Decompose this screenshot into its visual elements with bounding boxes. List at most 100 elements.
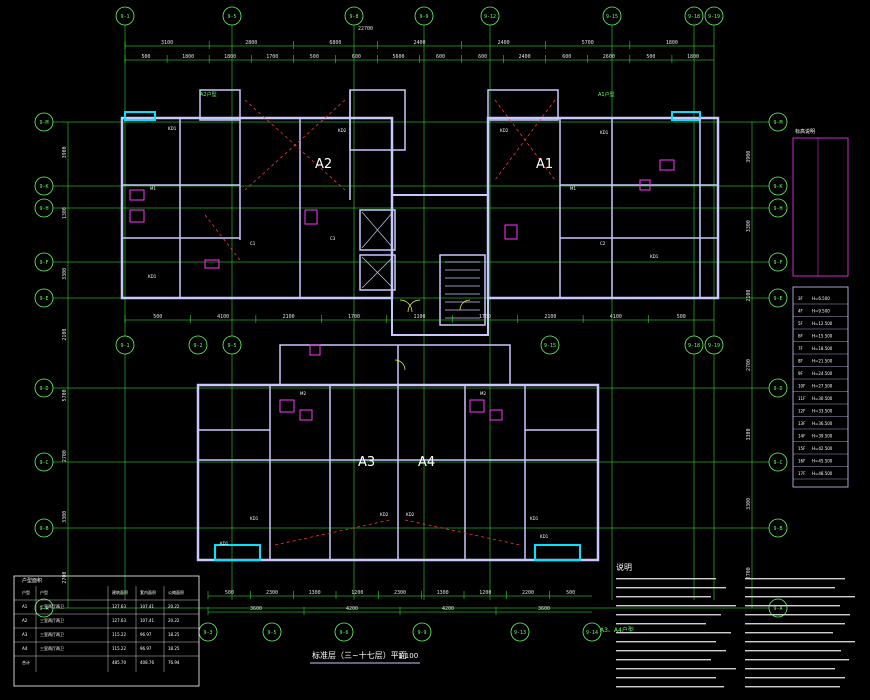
top-grid-bubble-circle <box>602 6 622 26</box>
note-line <box>616 677 716 679</box>
room-code: KD2 <box>500 128 509 133</box>
elevation-height: H=15.500 <box>812 334 833 339</box>
right-grid-bubble-circle <box>768 176 788 196</box>
top-dim2-value: 2600 <box>603 54 615 60</box>
left-grid-bubbles: 9-M9-K9-H9-F9-E9-D9-C9-B9-A <box>34 112 54 618</box>
top-dim2-value: 5600 <box>392 54 404 60</box>
area-table-header: 套内面积 <box>140 589 156 595</box>
right-grid-bubble-circle <box>768 518 788 538</box>
room-code: C1 <box>250 241 256 246</box>
note-line <box>745 686 840 688</box>
area-table-cell: 408.76 <box>140 660 154 665</box>
elevation-height: H=6.500 <box>812 296 830 301</box>
right-grid-bubble-label: 9-F <box>773 260 782 266</box>
mid-grid-bubble-label: 9-5 <box>227 343 236 349</box>
bottom-grid-bubble-label: 9-14 <box>586 630 598 636</box>
top-grid-bubble-circle <box>684 6 704 26</box>
overall-dimension: 22700 <box>358 26 373 32</box>
area-table-cell: 115.22 <box>112 646 126 651</box>
elevation-floor: 5F <box>798 321 804 326</box>
left-grid-bubble-circle <box>34 198 54 218</box>
area-table-cell: 485.70 <box>112 660 126 665</box>
note-line <box>616 659 711 661</box>
unit-mark-top-right: A1户型 <box>598 91 615 98</box>
mid-dim-value: 2100 <box>544 314 556 320</box>
left-grid-bubble-circle <box>34 598 54 618</box>
left-grid-bubble-circle <box>34 452 54 472</box>
top-grid-bubble-label: 9-9 <box>419 14 428 20</box>
mid-dim-value: 2100 <box>283 314 295 320</box>
elevation-floor: 8F <box>798 359 804 364</box>
mid-grid-bubble-label: 9-1 <box>120 343 129 349</box>
right-grid-bubble-label: 9-H <box>773 206 782 212</box>
mid-dim-value: 4100 <box>610 314 622 320</box>
room-code: KD2 <box>380 512 389 517</box>
stair-core <box>361 211 480 319</box>
area-table-cell: 20.22 <box>168 604 180 609</box>
room-code: M2 <box>300 391 306 396</box>
right-dim-value: 3300 <box>746 220 752 232</box>
area-table-cell: 107.41 <box>140 604 154 609</box>
mid-dim-value: 1700 <box>479 314 491 320</box>
mid-grid-bubble-circle <box>222 335 242 355</box>
area-table-cell: 76.94 <box>168 660 180 665</box>
elevation-floor: 10F <box>798 384 806 389</box>
top-grid-bubble-circle <box>222 6 242 26</box>
note-line <box>745 659 849 661</box>
bottom-dim2-value: 2200 <box>522 590 534 596</box>
bottom-grid-bubble-circle <box>334 622 354 642</box>
note-line <box>745 650 841 652</box>
top-dim2-value: 600 <box>478 54 487 60</box>
left-grid-bubble-label: 9-A <box>39 606 48 612</box>
area-table-cell: 20.22 <box>168 618 180 623</box>
elevation-height: H=9.500 <box>812 309 830 314</box>
top-dim2-value: 1800 <box>224 54 236 60</box>
top-dim1-value: 6800 <box>329 40 341 46</box>
area-table-cell: 18.25 <box>168 632 180 637</box>
right-grid-bubble-label: 9-M <box>773 120 782 126</box>
elevation-height: H=48.500 <box>812 471 833 476</box>
elevation-height: H=18.500 <box>812 346 833 351</box>
bottom-grid-bubble-label: 9-6 <box>339 630 348 636</box>
top-dim2-value: 500 <box>142 54 151 60</box>
left-grid-bubble-label: 9-C <box>39 460 48 466</box>
note-line <box>745 668 835 670</box>
top-dim2-value: 500 <box>646 54 655 60</box>
bottom-dim2-value: 2300 <box>266 590 278 596</box>
elevation-floor: 15F <box>798 446 806 451</box>
area-table-cell: 三室两厅两卫 <box>40 631 64 637</box>
elevation-floor: 16F <box>798 459 806 464</box>
area-table-cell: 127.63 <box>112 618 126 623</box>
top-dim2-value: 1800 <box>182 54 194 60</box>
left-grid-bubble-circle <box>34 518 54 538</box>
left-dim-value: 3300 <box>62 268 68 280</box>
right-grid-bubble-circle <box>768 452 788 472</box>
right-grid-bubble-label: 9-A <box>773 606 782 612</box>
note-line <box>616 641 716 643</box>
right-dim-value: 3900 <box>746 151 752 163</box>
note-line <box>616 587 726 589</box>
bottom-grid-bubble-circle <box>412 622 432 642</box>
left-grid-bubble-label: 9-F <box>39 260 48 266</box>
top-dim2-value: 2400 <box>519 54 531 60</box>
balcony-lines <box>204 99 556 546</box>
right-grid-bubble-label: 9-K <box>773 184 782 190</box>
bottom-grid-bubble-label: 9-3 <box>203 630 212 636</box>
top-grid-bubble-label: 9-1 <box>120 14 129 20</box>
note-line <box>616 632 731 634</box>
elevation-floor: 9F <box>798 371 804 376</box>
top-dim1-value: 2800 <box>245 40 257 46</box>
mid-dim-value: 500 <box>677 314 686 320</box>
top-grid-bubble-label: 9-12 <box>484 14 496 20</box>
area-table-cell: 115.22 <box>112 632 126 637</box>
